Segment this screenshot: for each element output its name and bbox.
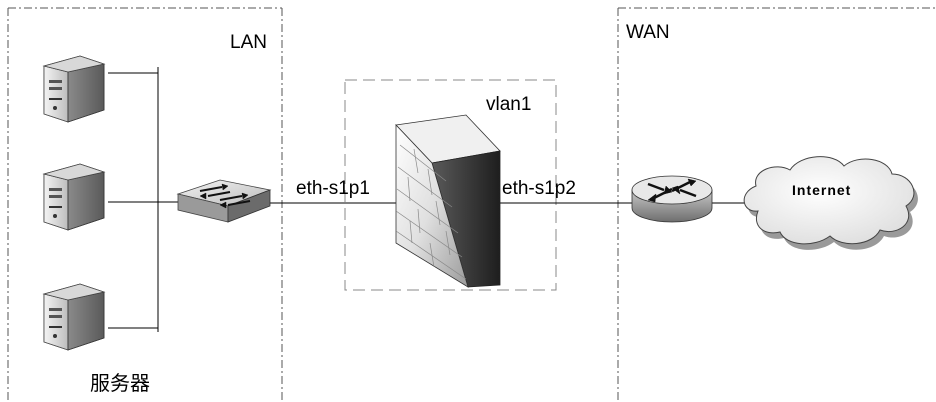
server-icon bbox=[42, 283, 106, 351]
interface-label-outer: eth-s1p2 bbox=[502, 178, 576, 199]
vlan-zone-label: vlan1 bbox=[486, 94, 531, 115]
switch-icon bbox=[176, 179, 272, 223]
wan-zone-border bbox=[617, 7, 936, 402]
connections bbox=[108, 67, 745, 332]
lan-zone-label: LAN bbox=[230, 32, 267, 53]
wan-zone-label: WAN bbox=[626, 22, 670, 43]
router-icon bbox=[631, 175, 713, 223]
server-icon bbox=[42, 163, 106, 231]
servers-label: 服务器 bbox=[90, 372, 150, 395]
vlan-zone-border bbox=[344, 79, 557, 291]
server-icon bbox=[42, 55, 106, 123]
interface-label-inner: eth-s1p1 bbox=[296, 178, 370, 199]
firewall-icon bbox=[395, 114, 501, 288]
cloud-icon bbox=[743, 156, 918, 250]
internet-label: Internet bbox=[792, 182, 851, 198]
lan-zone-border bbox=[7, 7, 283, 402]
